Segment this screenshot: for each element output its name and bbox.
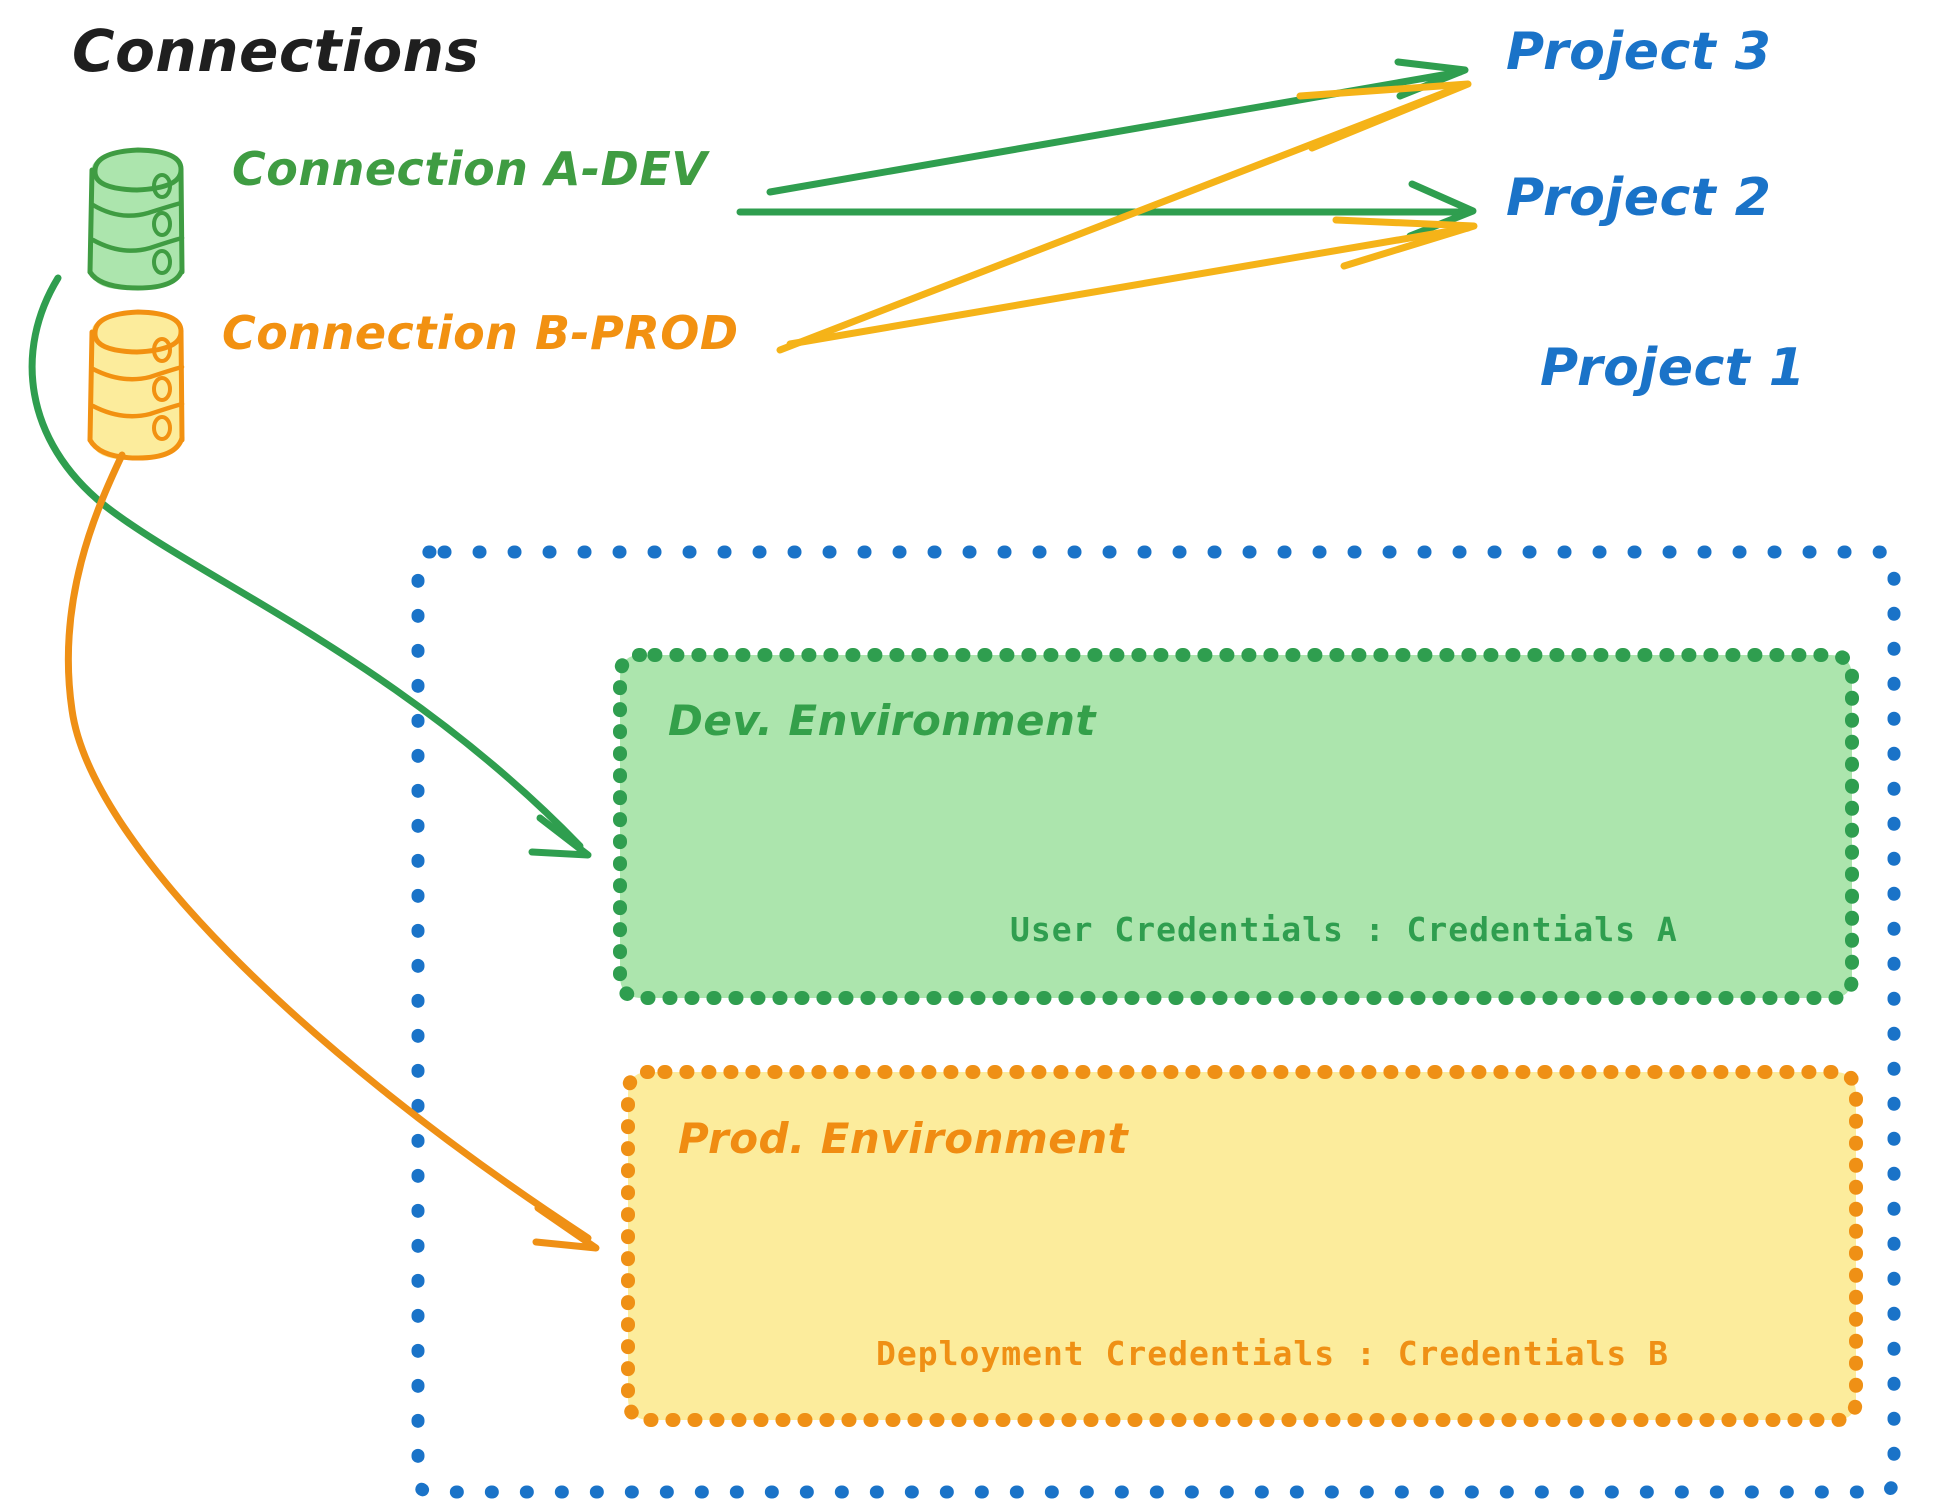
prod-environment-credentials: Deployment Credentials : Credentials B [876, 1334, 1669, 1373]
edge-b-prod-to-prod-environment [64, 451, 600, 1252]
dev-environment-credentials: User Credentials : Credentials A [1010, 910, 1678, 949]
database-icon-connection-b-prod[interactable] [87, 309, 185, 461]
database-icon-connection-a-dev[interactable] [87, 147, 185, 291]
page-title: Connections [72, 17, 480, 85]
connection-label-a-dev[interactable]: Connection A-DEV [232, 142, 708, 196]
project-label-2[interactable]: Project 2 [1506, 168, 1772, 228]
connection-label-b-prod[interactable]: Connection B-PROD [222, 306, 739, 360]
project-label-1[interactable]: Project 1 [1540, 338, 1806, 398]
edge-a-dev-to-dev-environment [28, 274, 592, 859]
dev-environment-box[interactable] [613, 648, 1859, 1005]
prod-environment-box[interactable] [621, 1065, 1863, 1427]
dev-environment-title: Dev. Environment [668, 696, 1096, 745]
edge-b-prod-to-project-2 [786, 216, 1478, 348]
edge-a-dev-to-project-2 [736, 180, 1477, 240]
project-label-3[interactable]: Project 3 [1506, 22, 1772, 82]
edge-b-prod-to-project-3 [776, 80, 1472, 354]
prod-environment-title: Prod. Environment [678, 1114, 1129, 1163]
